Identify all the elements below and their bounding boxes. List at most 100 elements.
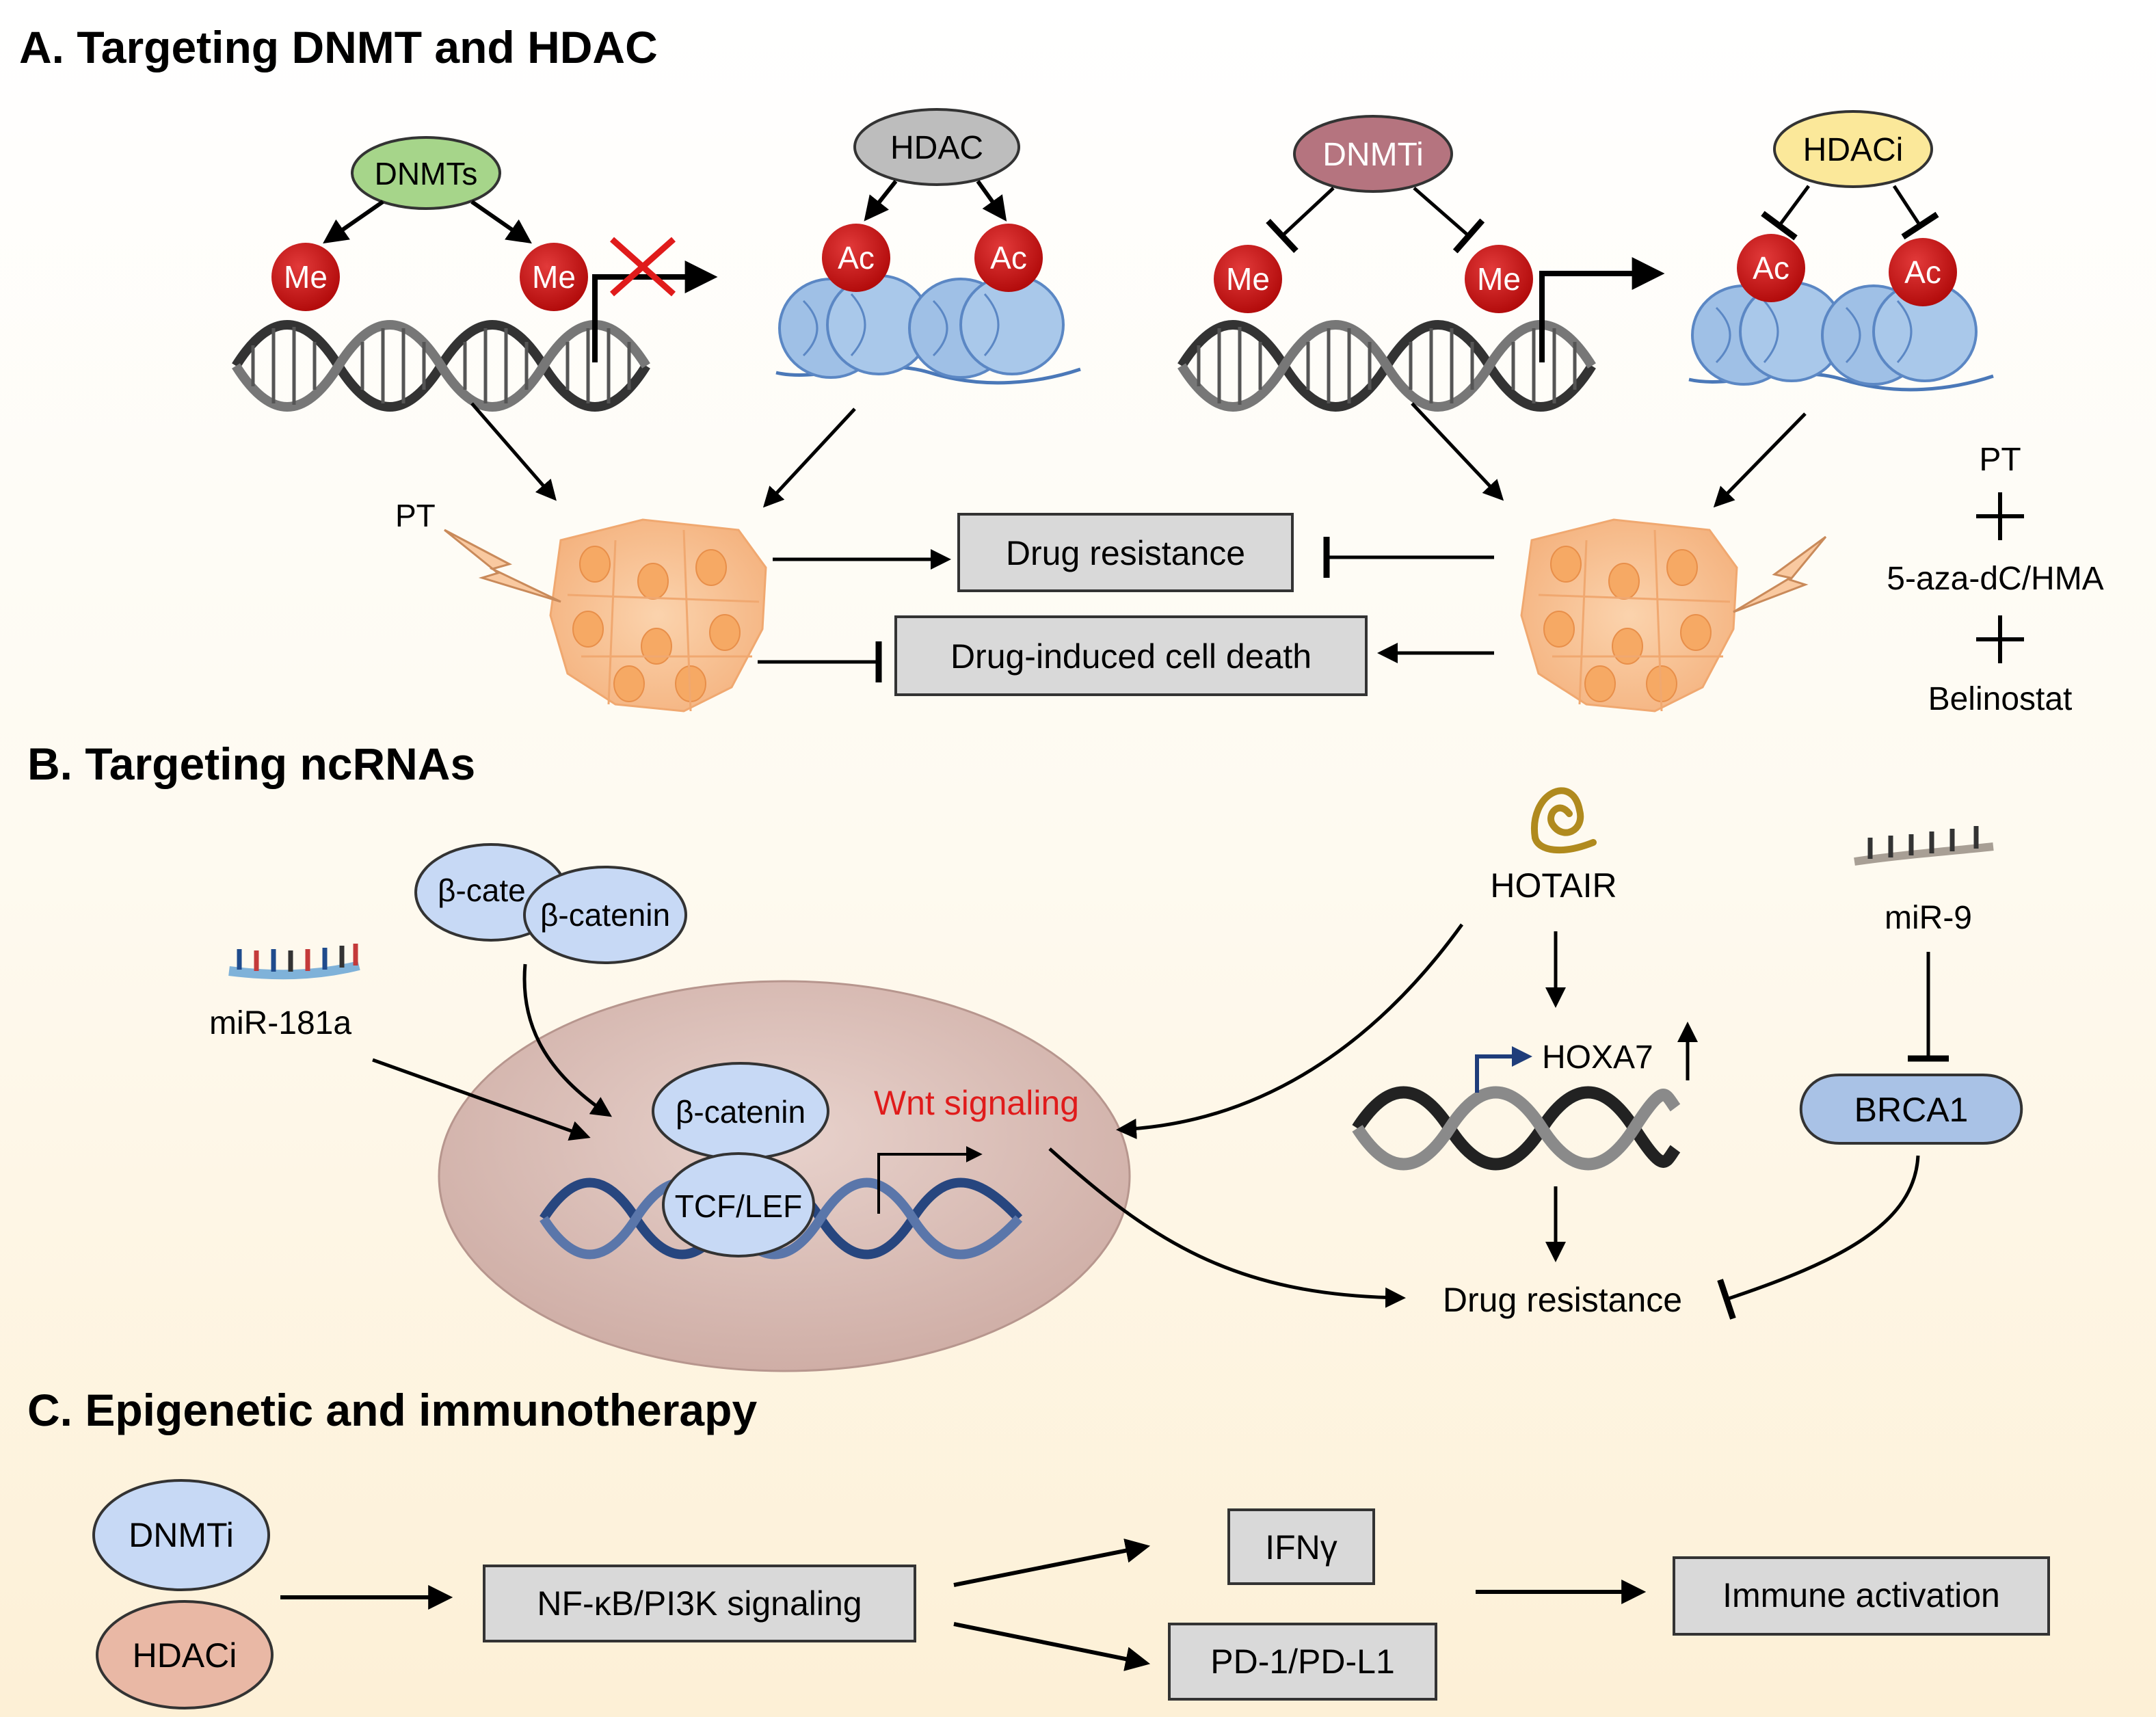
combo-aza-label: 5-aza-dC/HMA	[1887, 561, 2103, 597]
mir9-label: miR-9	[1885, 900, 1972, 936]
ifng-box	[1227, 1508, 1375, 1585]
red-x-block-icon	[610, 237, 676, 297]
immune-activation-box	[1673, 1556, 2050, 1636]
section-c-title: C. Epigenetic and immunotherapy	[27, 1385, 757, 1435]
tcf-lef-oval	[662, 1152, 815, 1257]
immune-activation-label: Immune activation	[1722, 1576, 2000, 1614]
dnmts-oval	[351, 136, 501, 210]
dnmti-oval-c	[92, 1479, 270, 1591]
section-a-title: A. Targeting DNMT and HDAC	[19, 22, 658, 72]
inhibit-dnmti-me-left	[1266, 187, 1335, 254]
brca1-label: BRCA1	[1854, 1091, 1969, 1129]
drug-resistance-box-a	[957, 513, 1294, 592]
me-mark-a2	[520, 243, 588, 311]
pd1-label: PD-1/PD-L1	[1210, 1642, 1395, 1681]
arrow-dna-left-to-cells	[470, 402, 557, 501]
lightning-bolt-icon-left	[444, 529, 561, 603]
me-mark-a3	[1214, 245, 1282, 313]
inhibit-hdaci-ac-right	[1892, 185, 1939, 240]
drug-resistance-label-a: Drug resistance	[1006, 534, 1245, 572]
ac-mark-a2-label: Ac	[990, 240, 1027, 276]
nfkb-box	[483, 1565, 916, 1642]
beta-catenin-front-oval	[523, 866, 687, 964]
combo-pt-label: PT	[1979, 442, 2021, 478]
arrow-wnt-resistance	[1048, 1147, 1406, 1308]
hdaci-oval	[1773, 110, 1933, 188]
transcription-arrow-hoxa7	[1475, 1046, 1532, 1093]
ac-mark-a4-label: Ac	[1904, 254, 1941, 290]
wnt-signaling-label: Wnt signaling	[874, 1084, 1079, 1122]
dnmts-label: DNMTs	[375, 156, 478, 191]
inhibit-hdaci-ac-left	[1761, 185, 1811, 241]
section-b-title: B. Targeting ncRNAs	[27, 738, 475, 789]
combo-belinostat-label: Belinostat	[1928, 681, 2073, 717]
inhibit-dnmti-me-right	[1413, 187, 1485, 254]
hdaci-label-c: HDACi	[133, 1636, 237, 1675]
ifng-label: IFNγ	[1265, 1528, 1337, 1567]
cancer-cells-left	[549, 518, 767, 713]
dnmti-label-c: DNMTi	[129, 1516, 234, 1554]
hotair-icon	[1530, 787, 1597, 854]
dna-helix-right	[1177, 320, 1596, 412]
inhibit-brca1-resistance	[1717, 1155, 1920, 1320]
drug-induced-cell-death-box	[894, 615, 1368, 696]
ac-mark-a1	[822, 224, 890, 292]
plus-icon-2	[1976, 615, 2024, 663]
arrow-hdac-ac-right	[976, 180, 1007, 222]
nucleosomes-right	[1688, 281, 1994, 392]
hdac-oval	[853, 108, 1020, 186]
me-mark-a1-label: Me	[284, 259, 328, 295]
ac-mark-a4	[1889, 238, 1957, 306]
brca1-box	[1799, 1074, 2023, 1145]
arrow-nfkb-pd1	[953, 1622, 1151, 1671]
nucleosomes-left	[775, 274, 1081, 385]
me-mark-a3-label: Me	[1226, 261, 1270, 297]
arrow-nucleosome-right-to-cells	[1713, 412, 1807, 508]
mir181a-label: miR-181a	[209, 1005, 351, 1041]
beta-catenin-front-label: β-catenin	[540, 897, 670, 933]
arrow-nucleosome-left-to-cells	[762, 408, 856, 508]
arrow-hdac-ac-left	[864, 180, 898, 222]
ac-mark-a1-label: Ac	[838, 240, 875, 276]
transcription-arrow-wnt	[877, 1146, 983, 1214]
ac-mark-a3	[1737, 234, 1805, 302]
ac-mark-a3-label: Ac	[1753, 250, 1789, 286]
nfkb-label: NF-κB/PI3K signaling	[537, 1584, 862, 1623]
arrow-dnmts-me-left	[323, 200, 384, 244]
arrow-mir181a-nucleus	[372, 1058, 591, 1141]
lightning-bolt-icon-right	[1733, 535, 1827, 613]
beta-catenin-back-label: β-cate	[438, 873, 526, 908]
hotair-label: HOTAIR	[1490, 866, 1616, 905]
arrow-catenin-to-nucleus	[522, 963, 612, 1117]
tcf-lef-label: TCF/LEF	[675, 1188, 803, 1224]
mir9-icon	[1854, 826, 1994, 866]
drug-resistance-label-b: Drug resistance	[1443, 1281, 1682, 1319]
beta-catenin-nucleus-label: β-catenin	[676, 1094, 806, 1130]
dna-helix-left	[232, 320, 650, 412]
arrow-dnmts-me-right	[470, 200, 532, 244]
arrow-hotair-wnt	[1116, 923, 1464, 1139]
mir181a-icon	[228, 944, 360, 980]
pd1-box	[1168, 1623, 1437, 1701]
me-mark-a4-label: Me	[1477, 261, 1521, 297]
plus-icon-1	[1976, 492, 2024, 540]
hdaci-oval-c	[96, 1600, 274, 1709]
dnmti-label: DNMTi	[1322, 137, 1424, 173]
transcription-arrow-blocked	[592, 261, 718, 362]
drug-induced-cell-death-label: Drug-induced cell death	[950, 637, 1312, 676]
me-mark-a1	[271, 243, 340, 311]
transcription-arrow-active	[1539, 257, 1665, 362]
hdac-label: HDAC	[890, 130, 983, 166]
hdaci-label: HDACi	[1803, 132, 1904, 168]
dnmti-oval	[1293, 115, 1453, 193]
me-mark-a4	[1465, 245, 1533, 313]
dna-helix-hoxa7	[1352, 1086, 1681, 1171]
ac-mark-a2	[974, 224, 1043, 292]
hoxa7-label: HOXA7	[1542, 1039, 1653, 1076]
me-mark-a2-label: Me	[532, 259, 576, 295]
pt-label-left: PT	[395, 498, 436, 533]
arrow-nfkb-ifng	[953, 1538, 1151, 1587]
arrow-dna-right-to-cells	[1411, 402, 1504, 501]
cancer-cells-right	[1520, 518, 1738, 713]
